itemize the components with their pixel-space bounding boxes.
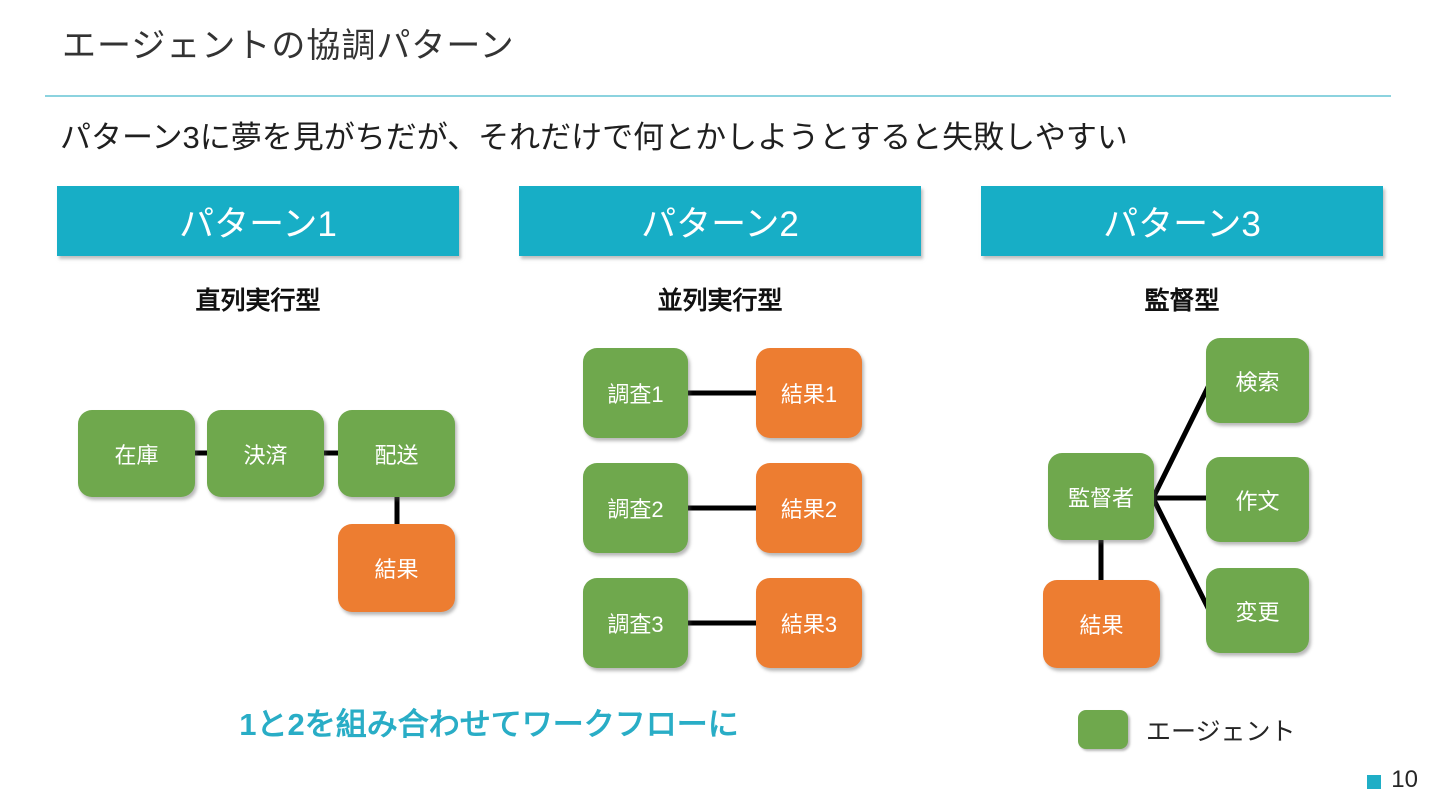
pattern2-node-result1: 結果1 <box>756 348 862 438</box>
pattern3-node-result: 結果 <box>1043 580 1160 668</box>
pattern1-node-result: 結果 <box>338 524 455 612</box>
pattern3-header: パターン3 <box>981 186 1383 256</box>
title-divider <box>45 95 1391 97</box>
page-number-bullet-icon <box>1367 775 1382 789</box>
pattern3-node-supervisor: 監督者 <box>1048 453 1154 540</box>
pattern2-node-research1: 調査1 <box>583 348 688 438</box>
pattern1-node-delivery: 配送 <box>338 410 455 497</box>
legend-label: エージェント <box>1146 717 1296 746</box>
pattern1-node-inventory: 在庫 <box>78 410 195 497</box>
pattern2-node-research2: 調査2 <box>583 463 688 553</box>
pattern2-node-research3: 調査3 <box>583 578 688 668</box>
pattern3-node-writing: 作文 <box>1206 457 1309 542</box>
pattern3-node-search: 検索 <box>1206 338 1309 423</box>
pattern2-header: パターン2 <box>519 186 921 256</box>
page-title: エージェントの協調パターン <box>62 27 515 65</box>
legend: エージェント <box>1078 710 1296 749</box>
pattern3-type-label: 監督型 <box>1144 287 1220 315</box>
pattern3-node-change: 変更 <box>1206 568 1309 653</box>
page-number: 10 <box>1367 766 1418 794</box>
page-number-text: 10 <box>1391 766 1418 793</box>
subtitle-text: パターン3に夢を見がちだが、それだけで何とかしようとすると失敗しやすい <box>60 120 1128 155</box>
agent-color-swatch-icon <box>1078 710 1128 749</box>
pattern1-header: パターン1 <box>57 186 459 256</box>
pattern1-node-payment: 決済 <box>207 410 324 497</box>
pattern2-type-label: 並列実行型 <box>657 287 783 315</box>
pattern2-node-result3: 結果3 <box>756 578 862 668</box>
pattern2-node-result2: 結果2 <box>756 463 862 553</box>
workflow-note: 1と2を組み合わせてワークフローに <box>239 707 739 742</box>
pattern1-type-label: 直列実行型 <box>195 287 321 315</box>
